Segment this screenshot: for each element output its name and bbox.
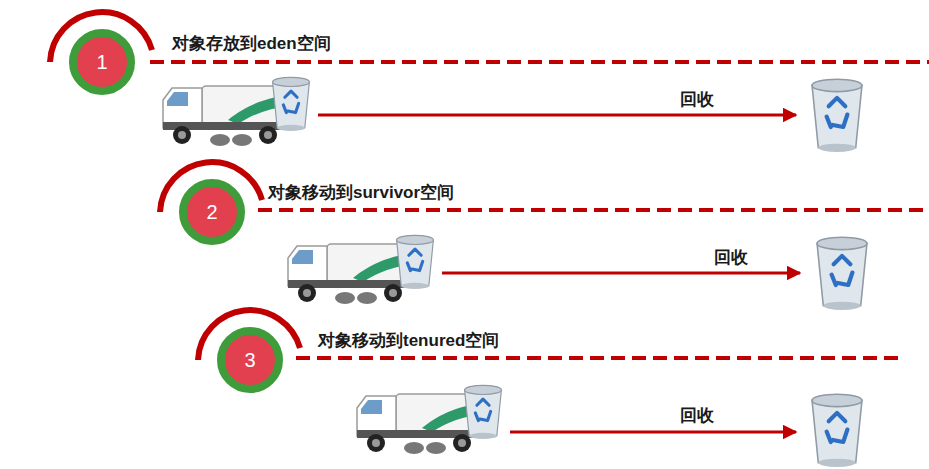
action-label: 回收: [714, 248, 748, 268]
step-badge: 1: [69, 29, 135, 95]
dashed-rule: [150, 60, 929, 64]
arrow: [442, 272, 800, 275]
dashed-rule: [258, 208, 929, 212]
recycle-bin: [817, 237, 867, 310]
recycle-bin: [812, 79, 862, 152]
step-badge: 2: [179, 179, 245, 245]
step-heading: 对象存放到eden空间: [172, 34, 331, 54]
dashed-rule: [296, 356, 900, 360]
step-badge: 3: [217, 327, 283, 393]
recycle-bin: [465, 385, 502, 439]
step-number: 3: [244, 350, 255, 370]
step-number: 2: [206, 202, 217, 222]
arrow: [318, 114, 796, 117]
recycle-bin: [397, 235, 434, 289]
step-number: 1: [96, 52, 107, 72]
action-label: 回收: [680, 90, 714, 110]
step-heading: 对象移动到survivor空间: [268, 183, 454, 203]
recycle-bin: [812, 394, 862, 467]
action-label: 回收: [680, 406, 714, 426]
step-heading: 对象移动到tenured空间: [318, 331, 499, 351]
recycle-bin: [273, 77, 310, 131]
arrow: [510, 431, 796, 434]
